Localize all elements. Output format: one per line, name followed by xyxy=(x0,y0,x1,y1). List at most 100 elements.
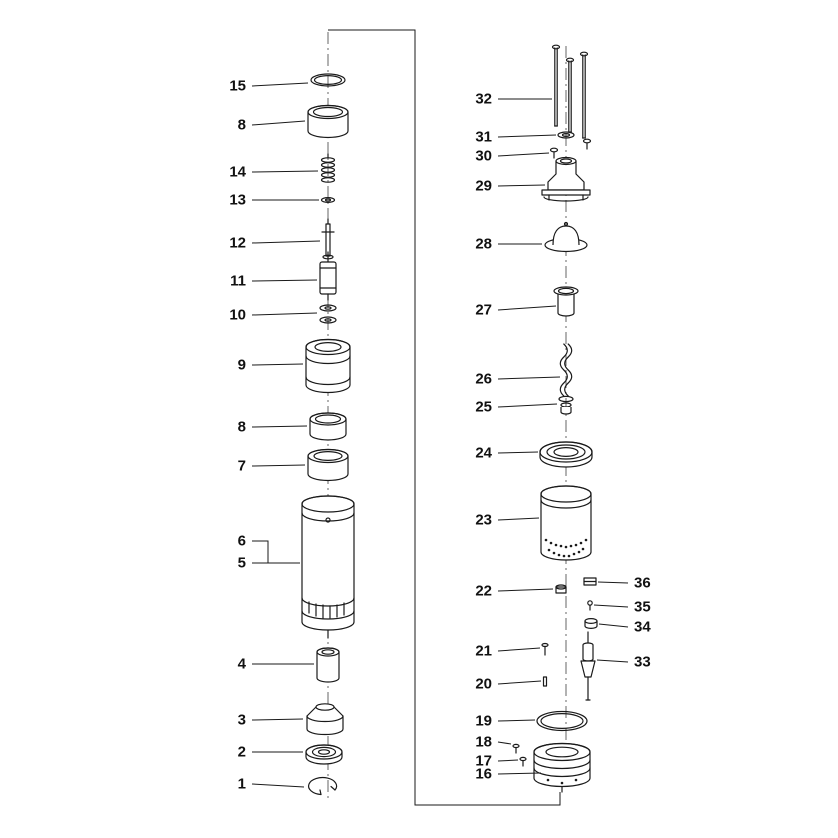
part-number: 6 xyxy=(238,533,246,550)
part-11-rotor xyxy=(319,251,337,301)
part-callout-11: 11 xyxy=(230,273,318,290)
leader-line xyxy=(497,759,519,762)
part-callout-13: 13 xyxy=(229,192,319,209)
part-18-screw xyxy=(512,743,520,754)
part-callout-12: 12 xyxy=(229,235,321,252)
part-28-diaphragm-dome xyxy=(544,221,588,253)
part-number: 5 xyxy=(238,555,246,572)
part-callout-8: 8 xyxy=(238,419,308,436)
part-3-seal-cup xyxy=(306,703,344,736)
leader-line xyxy=(497,376,561,380)
part-number: 34 xyxy=(634,619,651,636)
part-callout-20: 20 xyxy=(475,676,542,693)
leader-line xyxy=(251,170,319,173)
part-callout-22: 22 xyxy=(475,583,554,600)
part-24-bearing-ring xyxy=(539,441,593,468)
part-number: 10 xyxy=(229,307,246,324)
leader-line xyxy=(497,647,541,652)
leader-line xyxy=(251,279,318,282)
part-19-seal-ring xyxy=(536,710,588,732)
part-21-screw xyxy=(541,642,549,656)
part-callout-5-6: 65 xyxy=(238,533,300,572)
leader-line xyxy=(497,741,512,745)
part-callout-26: 26 xyxy=(475,371,561,388)
part-callout-28: 28 xyxy=(475,236,542,253)
part-5-6-motor-body xyxy=(301,495,355,639)
part-30-screws xyxy=(549,138,592,159)
callout-labels-layer: 1581413121110987432132313029282726252423… xyxy=(229,78,651,793)
leader-line xyxy=(497,134,557,138)
leader-line xyxy=(251,240,321,244)
part-27-coupling xyxy=(553,286,579,317)
part-number: 22 xyxy=(475,583,492,600)
part-25-thrust-stack xyxy=(558,395,574,415)
part-callout-7: 7 xyxy=(238,458,306,475)
leader-line xyxy=(497,184,546,187)
part-20-pin xyxy=(542,676,548,687)
leader-line xyxy=(251,425,308,428)
part-callout-4: 4 xyxy=(238,656,314,673)
part-36-clamp xyxy=(583,577,597,586)
part-number: 8 xyxy=(238,419,246,436)
part-number: 7 xyxy=(238,458,246,475)
part-32-studs xyxy=(551,44,589,139)
leader-line xyxy=(497,451,539,454)
leader-line xyxy=(497,152,550,157)
part-13-washer xyxy=(320,197,336,204)
leader-line xyxy=(597,581,629,584)
part-number: 20 xyxy=(475,676,492,693)
part-callout-15: 15 xyxy=(229,78,309,95)
part-number: 33 xyxy=(634,654,651,671)
part-4-sleeve xyxy=(316,647,340,683)
part-16-pump-base xyxy=(533,742,591,793)
part-number: 14 xyxy=(229,164,246,181)
part-15-oring xyxy=(310,73,346,87)
part-number: 16 xyxy=(475,766,492,783)
part-9-bearing-housing xyxy=(305,338,351,394)
part-number: 2 xyxy=(238,744,246,761)
part-callout-32: 32 xyxy=(475,91,552,108)
part-number: 3 xyxy=(238,712,246,729)
part-26-flex-shaft xyxy=(559,343,573,397)
part-number: 27 xyxy=(475,302,492,319)
part-callout-19: 19 xyxy=(475,713,536,730)
leader-line xyxy=(497,588,554,592)
part-callout-10: 10 xyxy=(229,307,318,324)
part-callout-34: 34 xyxy=(598,619,651,636)
leader-line xyxy=(251,363,304,366)
leader-line xyxy=(497,719,536,722)
part-number: 13 xyxy=(229,192,246,209)
part-1-circlip xyxy=(308,776,338,796)
part-14-spring xyxy=(320,153,336,183)
part-callout-24: 24 xyxy=(475,445,539,462)
part-number: 25 xyxy=(475,399,492,416)
part-17-screw xyxy=(519,756,527,767)
leader-line xyxy=(252,540,269,563)
part-number: 4 xyxy=(238,656,247,673)
part-number: 23 xyxy=(475,512,492,529)
part-number: 17 xyxy=(475,753,492,770)
part-number: 29 xyxy=(475,178,492,195)
part-number: 31 xyxy=(475,129,492,146)
part-33-impeller-shaft xyxy=(580,631,596,701)
part-35-screw xyxy=(587,600,593,611)
part-8-lower-ring xyxy=(309,412,347,441)
leader-line xyxy=(251,120,306,126)
part-callout-23: 23 xyxy=(475,512,540,529)
part-callout-16: 16 xyxy=(475,766,542,783)
part-callout-8: 8 xyxy=(238,117,306,134)
part-number: 36 xyxy=(634,575,651,592)
part-callout-21: 21 xyxy=(475,643,541,660)
part-22-nut xyxy=(555,584,567,594)
leader-line xyxy=(497,680,542,685)
leader-line xyxy=(251,718,304,721)
part-number: 24 xyxy=(475,445,492,462)
part-callout-14: 14 xyxy=(229,164,319,181)
part-callout-18: 18 xyxy=(475,734,512,751)
part-callout-31: 31 xyxy=(475,129,557,146)
part-callout-36: 36 xyxy=(597,575,651,592)
part-number: 26 xyxy=(475,371,492,388)
assembly-connector-line xyxy=(328,29,561,806)
